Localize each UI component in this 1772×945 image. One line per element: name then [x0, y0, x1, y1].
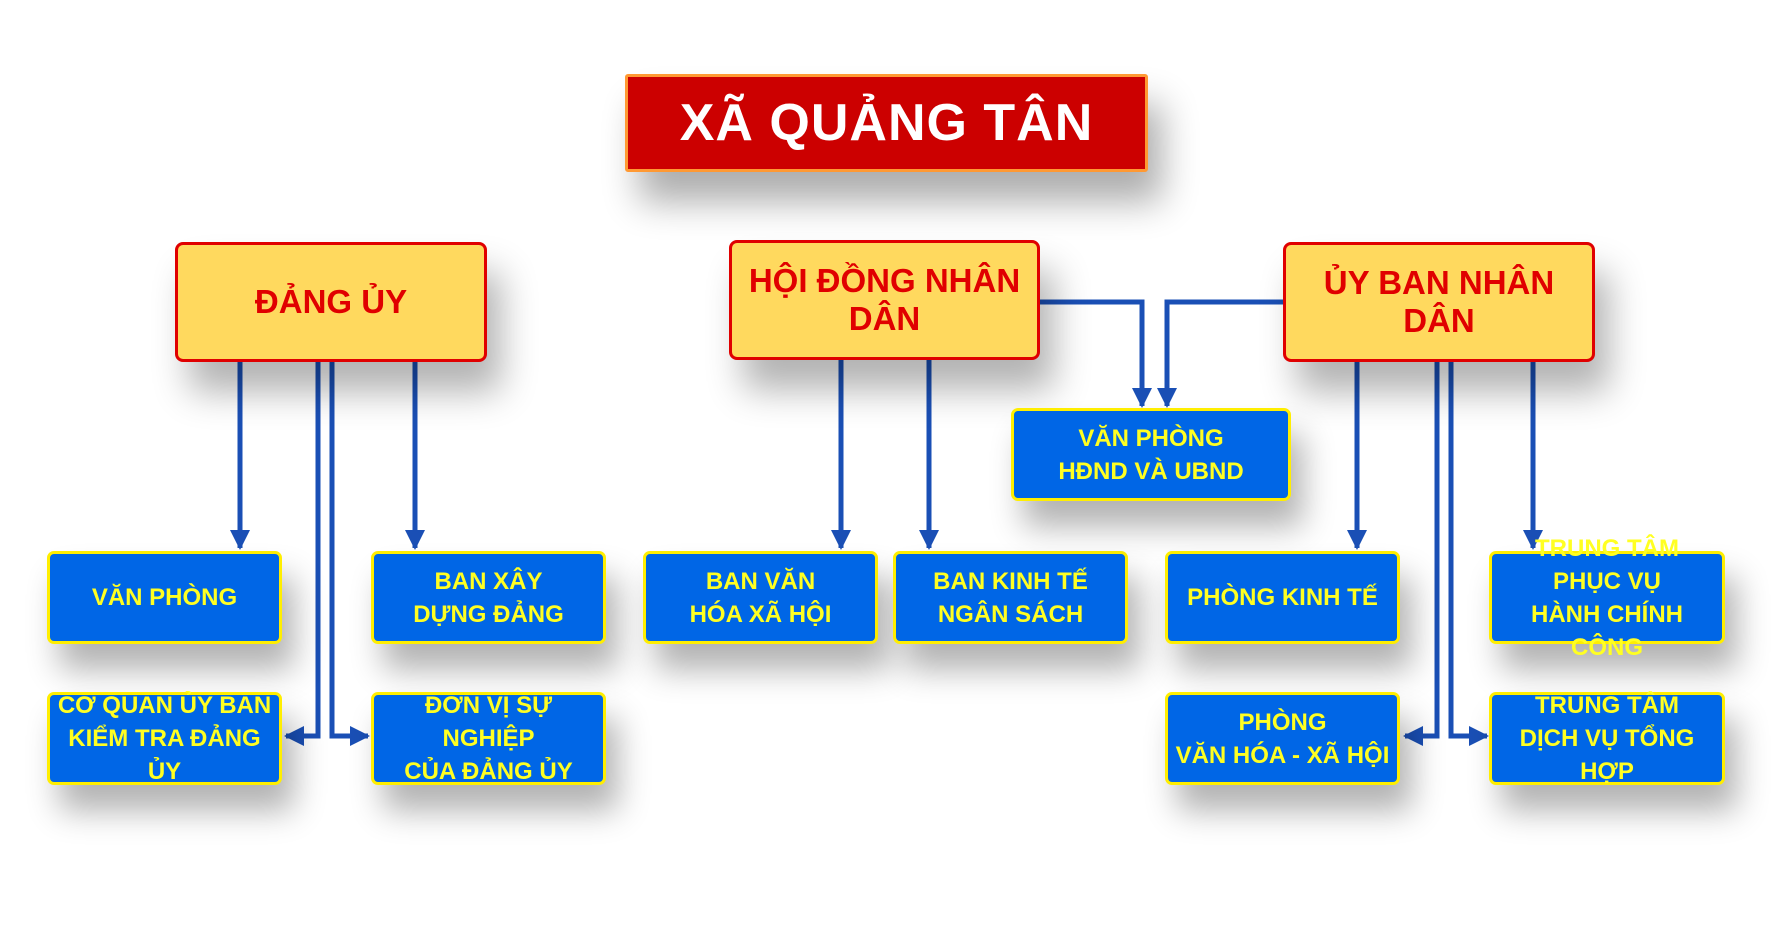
node-van-phong-hdnd-ubnd-label: VĂN PHÒNG HĐND VÀ UBND: [1058, 424, 1244, 485]
node-van-phong-hdnd-ubnd: VĂN PHÒNG HĐND VÀ UBND: [1011, 408, 1291, 501]
connector-hdnd-vanPhongHdndUbnd: [1040, 299, 1152, 408]
node-phong-kinh-te: PHÒNG KINH TẾ: [1165, 551, 1400, 644]
node-ubnd-label: ỦY BAN NHÂN DÂN: [1323, 264, 1555, 339]
node-trung-tam-hccc: TRUNG TÂM PHỤC VỤ HÀNH CHÍNH CÔNG: [1489, 535, 1725, 661]
node-ban-kinh-te: BAN KINH TẾ NGÂN SÁCH: [893, 551, 1128, 644]
node-van-phong: VĂN PHÒNG: [47, 551, 282, 644]
node-co-quan-ubkt-label: CƠ QUAN ỦY BAN KIỂM TRA ĐẢNG ỦY: [57, 692, 272, 785]
node-ban-van-hoa: BAN VĂN HÓA XÃ HỘI: [643, 551, 878, 644]
node-van-phong-label: VĂN PHÒNG: [91, 584, 238, 611]
connector-ubnd-vanPhongHdndUbnd: [1157, 299, 1283, 408]
node-dang-uy-label: ĐẢNG ỦY: [254, 283, 408, 320]
node-ubnd: ỦY BAN NHÂN DÂN: [1283, 242, 1595, 362]
connector-dangUy-coQuanUbkt: [284, 362, 321, 746]
node-don-vi-su-nghiep-label: ĐƠN VỊ SỰ NGHIỆP CỦA ĐẢNG ỦY: [404, 692, 573, 785]
node-trung-tam-hccc-label: TRUNG TÂM PHỤC VỤ HÀNH CHÍNH CÔNG: [1531, 534, 1683, 661]
connector-ubnd-trungTamDvth: [1448, 362, 1489, 746]
node-co-quan-ubkt: CƠ QUAN ỦY BAN KIỂM TRA ĐẢNG ỦY: [47, 692, 282, 785]
node-dang-uy: ĐẢNG ỦY: [175, 242, 487, 362]
node-phong-kinh-te-label: PHÒNG KINH TẾ: [1187, 584, 1378, 611]
node-phong-van-hoa-label: PHÒNG VĂN HÓA - XÃ HỘI: [1175, 708, 1390, 769]
node-don-vi-su-nghiep: ĐƠN VỊ SỰ NGHIỆP CỦA ĐẢNG ỦY: [371, 692, 606, 785]
node-ban-xay-dung-dang-label: BAN XÂY DỰNG ĐẢNG: [413, 567, 564, 628]
node-hdnd-label: HỘI ĐỒNG NHÂN DÂN: [748, 262, 1021, 337]
node-ban-xay-dung-dang: BAN XÂY DỰNG ĐẢNG: [371, 551, 606, 644]
connector-dangUy-donViSuNghiep: [329, 362, 370, 746]
node-trung-tam-dvth: TRUNG TÂM DỊCH VỤ TỔNG HỢP: [1489, 692, 1725, 785]
node-ban-kinh-te-label: BAN KINH TẾ NGÂN SÁCH: [933, 567, 1088, 628]
node-ban-van-hoa-label: BAN VĂN HÓA XÃ HỘI: [689, 567, 832, 628]
node-hdnd: HỘI ĐỒNG NHÂN DÂN: [729, 240, 1040, 360]
connector-ubnd-phongVanHoa: [1403, 362, 1440, 746]
node-phong-van-hoa: PHÒNG VĂN HÓA - XÃ HỘI: [1165, 692, 1400, 785]
page-title-text: XÃ QUẢNG TÂN: [679, 94, 1094, 152]
page-title: XÃ QUẢNG TÂN: [625, 74, 1148, 172]
node-trung-tam-dvth-label: TRUNG TÂM DỊCH VỤ TỔNG HỢP: [1519, 692, 1695, 785]
